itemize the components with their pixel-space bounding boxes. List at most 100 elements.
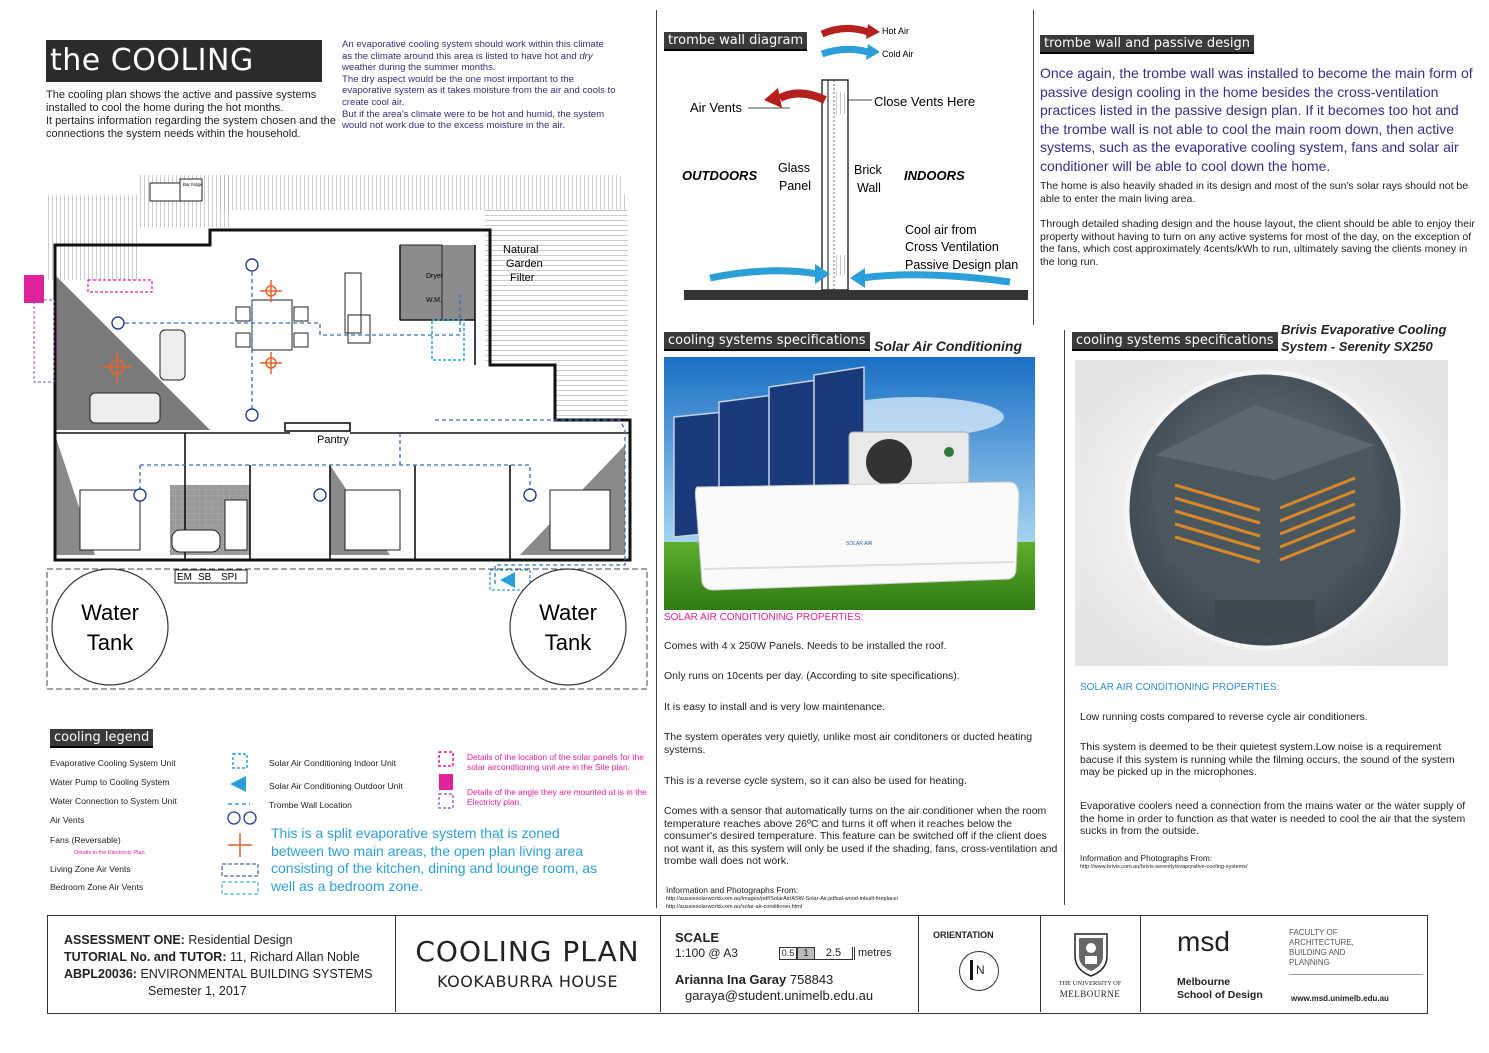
solar-item-6: Comes with a sensor that automatically t… xyxy=(664,805,1058,867)
trombe-diagram: Hot Air Cold Air Air Vents Close Vents H… xyxy=(682,24,1028,300)
north-arrow-icon: N xyxy=(959,951,999,991)
legend-site-note: Details of the location of the solar pan… xyxy=(467,752,644,772)
scale-bar: 0.5 1 2.5 metres xyxy=(779,947,915,961)
brivis-props-header: SOLAR AIR CONDITIONING PROPERTIES: xyxy=(1080,682,1280,693)
dryer-label: Dryer xyxy=(426,273,444,280)
legend-outdoor-unit: Solar Air Conditioning Outdoor Unit xyxy=(269,781,403,791)
brivis-source[interactable]: http://www.brivis.com.au/brivis-serenity… xyxy=(1080,864,1248,870)
shade-triangle-lounge xyxy=(55,275,210,430)
legend-header: cooling legend xyxy=(50,729,154,748)
legend-vent-icon-2 xyxy=(243,811,257,825)
scale-value: 1:100 @ A3 xyxy=(675,946,738,960)
vent-hot-arrowhead xyxy=(764,88,782,108)
scale-unit: metres xyxy=(854,947,912,960)
solar-ac-image: SOLAR AIR xyxy=(664,357,1035,610)
laundry-floor xyxy=(400,245,475,320)
sb-label: SB xyxy=(198,572,212,583)
hot-air-arrow xyxy=(820,25,870,38)
legend-water-pump: Water Pump to Cooling System xyxy=(50,777,170,787)
legend-angle-note: Details of the angle they are mounted at… xyxy=(467,787,647,807)
yard-fence xyxy=(46,568,648,690)
condenser-badge xyxy=(944,447,954,457)
cool-air-label-2: Cross Ventilation xyxy=(905,240,999,254)
cold-air-arrowhead xyxy=(866,44,880,60)
deck-left xyxy=(48,195,140,280)
legend-solar-panel-icon xyxy=(438,751,454,767)
intro-text: The cooling plan shows the active and pa… xyxy=(46,89,336,141)
msd-name: Melbourne School of Design xyxy=(1177,976,1263,1002)
beds xyxy=(79,489,611,551)
msd-name-1: Melbourne xyxy=(1177,976,1231,988)
tb-scale: SCALE 1:100 @ A3 0.5 1 2.5 metres Ariann… xyxy=(661,916,919,1012)
intro-line-1: The cooling plan shows the active and pa… xyxy=(46,89,317,114)
sp-label: SPI xyxy=(221,572,237,583)
cool-air-label-3: Passive Design plan xyxy=(905,258,1018,272)
cloud xyxy=(824,397,1004,437)
air-vents xyxy=(111,258,537,502)
legend-pink-symbols xyxy=(438,751,454,809)
university-crest-icon xyxy=(1074,933,1108,977)
garden-label-3: Filter xyxy=(510,272,535,284)
solar-item-2: Only runs on 10cents per day. (According… xyxy=(664,670,960,682)
meter-box xyxy=(174,569,248,584)
brivis-item-2: This system is deemed to be their quiete… xyxy=(1080,741,1455,778)
solar-source-label: Information and Photographs From: xyxy=(666,885,799,895)
cooler-louvres xyxy=(1174,476,1356,564)
passive-lead: Once again, the trombe wall was installe… xyxy=(1040,65,1473,174)
climate-note-1: An evaporative cooling system should wor… xyxy=(342,39,604,74)
climate-note-2: The dry aspect would be the one most imp… xyxy=(342,73,616,108)
glass-label-1: Glass xyxy=(778,161,810,175)
msd-website[interactable]: www.msd.unimelb.edu.au xyxy=(1291,994,1389,1003)
top-vent xyxy=(834,92,848,114)
solar-source-2[interactable]: http://aussiesolarworld.com.au/solar-air… xyxy=(666,904,803,910)
msd-logo: msd xyxy=(1177,926,1230,957)
student-email[interactable]: garaya@student.unimelb.edu.au xyxy=(685,988,874,1003)
bathtub xyxy=(171,529,221,553)
scale-tick-0: 0.5 xyxy=(779,947,797,960)
outdoor-unit xyxy=(500,572,515,588)
brivis-product-line-2: System - Serenity SX250 xyxy=(1281,339,1433,354)
legend-bedroom-icon xyxy=(221,881,259,895)
solar-item-4: The system operates very quietly, unlike… xyxy=(664,731,1033,756)
tb-uni-logo: THE UNIVERSITY OF MELBOURNE xyxy=(1041,916,1141,1012)
roof-edge-top xyxy=(220,175,628,210)
scale-tick-1: 1 xyxy=(797,947,815,960)
faculty-line-4: PLANNING xyxy=(1289,958,1330,967)
tb-assessment-row: ASSESSMENT ONE: Residential Design xyxy=(64,933,293,947)
solar-props-header: SOLAR AIR CONDITIONING PROPERTIES: xyxy=(664,612,864,623)
legend-bedroom-vents: Bedroom Zone Air Vents xyxy=(50,882,144,892)
outdoors-label: OUTDOORS xyxy=(682,168,757,183)
solar-product-name: Solar Air Conditioning xyxy=(874,338,1023,354)
garden-label-2: Garden xyxy=(506,258,543,270)
house-name: KOOKABURRA HOUSE xyxy=(437,972,618,991)
indoor-split-unit xyxy=(694,481,1020,591)
solar-spec-header: cooling systems specifications xyxy=(664,332,870,351)
wm-label: W.M. xyxy=(426,297,442,304)
north-arrow-needle xyxy=(970,960,973,980)
passive-header: trombe wall and passive design xyxy=(1040,35,1255,54)
faculty-line-2: ARCHITECTURE, xyxy=(1289,938,1354,947)
legend-water-connection: Water Connection to System Unit xyxy=(50,796,177,806)
tank-right-label-1: Water xyxy=(539,600,597,625)
trombe-header: trombe wall diagram xyxy=(664,32,808,51)
plan-title-text: COOLING PLAN xyxy=(415,935,640,968)
solar-panel-location xyxy=(87,279,153,293)
hot-air-arrowhead xyxy=(866,24,880,39)
solar-item-5: This is a reverse cycle system, so it ca… xyxy=(664,775,967,787)
cool-air-right-arrow xyxy=(861,271,1011,286)
ground xyxy=(684,290,1028,300)
brivis-item-1: Low running costs compared to reverse cy… xyxy=(1080,711,1368,723)
legend-outdoor-icon xyxy=(230,776,246,792)
brick-label-1: Brick xyxy=(854,163,883,177)
cold-air-label: Cold Air xyxy=(882,49,914,59)
legend-indoor-icon xyxy=(232,753,248,769)
solar-source-1[interactable]: http://aussiesolarworld.com.au/images/pd… xyxy=(666,896,899,902)
water-tank-right xyxy=(509,568,627,686)
scale-label: SCALE xyxy=(675,930,720,945)
condenser-fan xyxy=(866,439,912,485)
tank-right-label-2: Tank xyxy=(545,630,592,655)
tb-orientation: ORIENTATION N xyxy=(919,916,1041,1012)
legend-evap-unit-icon xyxy=(439,774,453,790)
split-system-note: This is a split evaporative system that … xyxy=(271,825,598,894)
bbq xyxy=(149,182,181,202)
